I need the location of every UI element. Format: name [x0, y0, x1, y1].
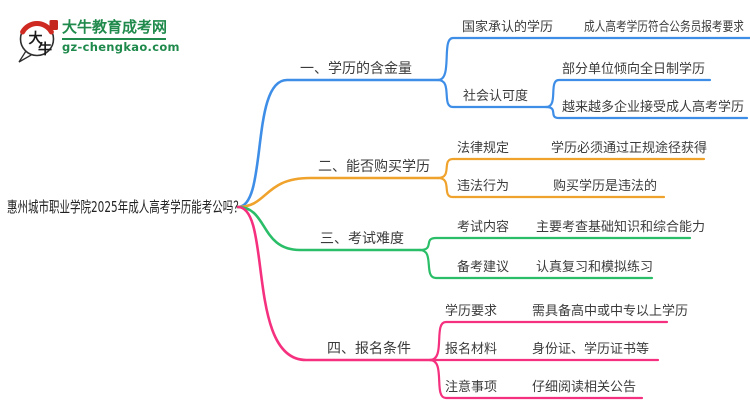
node-shehui-renkedu: 社会认可度	[463, 89, 529, 104]
branch2-row5-line	[436, 176, 666, 199]
branch2-row4-line	[436, 157, 706, 180]
branch1-row2-line	[544, 78, 712, 109]
node-yuedu-gonggao: 仔细阅读相关公告	[532, 380, 637, 395]
branch4-row8-line	[428, 320, 669, 362]
node-guojia-chengren: 国家承认的学历	[462, 20, 554, 35]
branch3-row7-line	[418, 248, 654, 280]
branch1-social-line	[436, 78, 548, 109]
daniu-bull-logo-icon: 大 牛	[18, 20, 58, 63]
brand-divider	[62, 38, 166, 40]
root-topic: 惠州城市职业学院2025年成人高考学历能考公吗？	[7, 198, 244, 216]
node-jichu-zhishi: 主要考查基础知识和综合能力	[536, 220, 706, 235]
node-beikao-jianyi: 备考建议	[457, 260, 510, 275]
branch3-label: 三、考试难度	[320, 231, 404, 247]
node-fuhe-gongwuyuan: 成人高考学历符合公务员报考要求	[584, 20, 744, 35]
node-quanrizhi: 部分单位倾向全日制学历	[562, 62, 706, 77]
node-shenfenzheng: 身份证、学历证书等	[532, 342, 650, 357]
branch2-label: 二、能否购买学历	[318, 159, 430, 175]
branch4-spine-line	[236, 205, 432, 362]
svg-text:大: 大	[29, 30, 43, 47]
branch4-row10-line	[428, 358, 644, 400]
site-logo: 大 牛 大牛教育成考网 gz-chengkao.com	[8, 8, 198, 68]
branch1-spine-line	[236, 78, 440, 209]
node-xueli-yaoqiu: 学历要求	[445, 304, 498, 319]
brand-title: 大牛教育成考网	[62, 18, 168, 36]
node-baoming-cailiao: 报名材料	[445, 342, 498, 357]
node-fuxi-moni: 认真复习和模拟练习	[536, 260, 654, 275]
node-weifa-xingwei: 违法行为	[457, 179, 510, 194]
branch1-row1-line	[436, 36, 750, 82]
branch2-spine-line	[236, 176, 440, 209]
node-qiye-jieshou: 越来越多企业接受成人高考学历	[562, 100, 745, 115]
node-falv-guiding: 法律规定	[457, 141, 510, 156]
node-kaoshi-neirong: 考试内容	[457, 220, 510, 235]
branch3-row6-line	[418, 236, 692, 252]
branch3-spine-line	[236, 205, 422, 252]
branch4-label: 四、报名条件	[327, 341, 411, 357]
branch1-row3-line	[544, 105, 749, 120]
node-goumai-weifa: 购买学历是违法的	[553, 179, 658, 194]
node-gaozhong-zhongzhuan: 需具备高中或中专以上学历	[532, 304, 689, 319]
node-zhuyi-shixiang: 注意事项	[445, 380, 498, 395]
node-zhenggui-tujing: 学历必须通过正规途径获得	[551, 141, 708, 156]
svg-text:牛: 牛	[38, 41, 52, 58]
branch1-label: 一、学历的含金量	[300, 61, 412, 77]
brand-url: gz-chengkao.com	[62, 40, 180, 54]
